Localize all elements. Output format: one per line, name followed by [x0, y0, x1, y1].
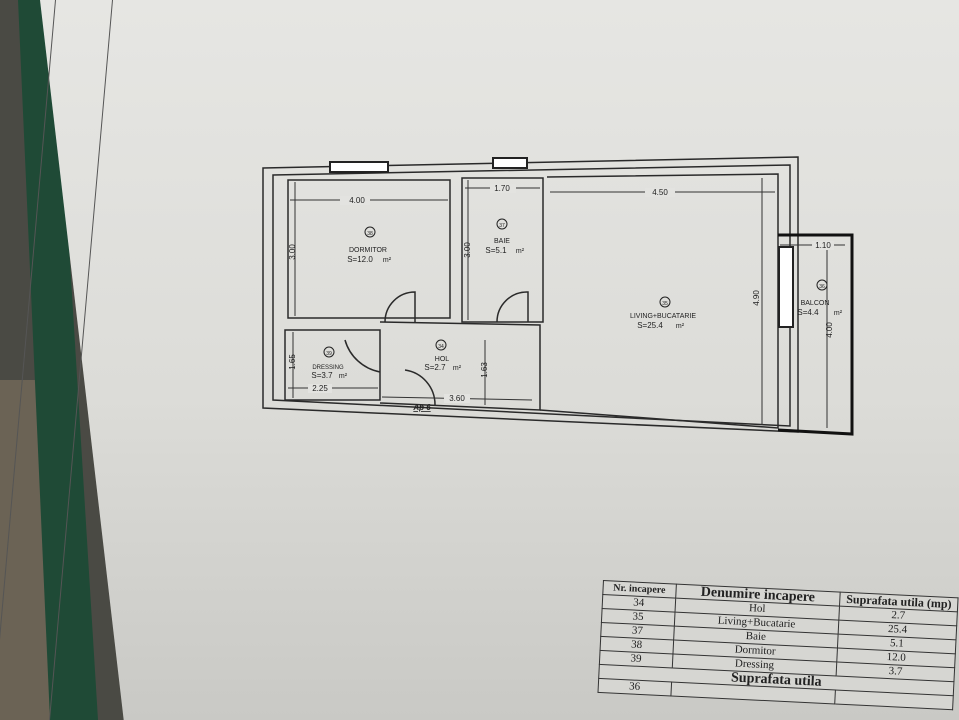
unit: m²: [516, 248, 525, 255]
balcony-outline: [777, 233, 854, 436]
unit: m²: [834, 310, 843, 317]
dim-dormitor-width: 4.00: [349, 196, 365, 205]
room-name: LIVING+BUCATARIE: [630, 313, 696, 320]
dim-baie-depth: 3.00: [463, 242, 472, 258]
room-area: S=3.7: [311, 371, 333, 380]
door-arc: [344, 339, 381, 373]
room-name: BAIE: [494, 238, 510, 245]
room-nr: 36: [819, 284, 825, 290]
room-area: S=5.1: [485, 246, 507, 255]
room-name: HOL: [435, 356, 450, 363]
room-name: DRESSING: [312, 365, 344, 371]
room-nr: 38: [367, 231, 373, 237]
door-arc: [496, 291, 529, 323]
unit: m²: [453, 365, 462, 372]
dim-hol-width: 3.60: [449, 394, 465, 403]
room-nr: 34: [438, 344, 444, 350]
room-nr: 39: [326, 351, 332, 357]
dim-living-depth: 4.90: [752, 290, 761, 306]
door-arc: [384, 291, 416, 323]
room-nr: 35: [662, 301, 668, 307]
dim-dressing-depth: 1.65: [288, 354, 297, 370]
room-area: S=2.7: [424, 363, 446, 372]
room-dormitor: [287, 179, 451, 319]
outer-wall-inner: [272, 164, 791, 427]
window: [329, 161, 389, 173]
window: [492, 157, 528, 169]
room-dressing: [284, 329, 381, 401]
dim-balcon-depth: 4.00: [825, 322, 834, 338]
room-name: BALCON: [801, 300, 830, 307]
room-area: S=12.0: [347, 255, 373, 264]
room-area: S=4.4: [797, 308, 819, 317]
balcony-door: [778, 246, 794, 328]
unit: m²: [676, 323, 685, 330]
dim-living-width: 4.50: [652, 188, 668, 197]
dim-hol-depth: 1.63: [480, 362, 489, 378]
dim-dormitor-depth: 3.00: [288, 244, 297, 260]
dim-dressing-width: 2.25: [312, 384, 328, 393]
door-arc: [404, 369, 436, 406]
room-baie: [461, 177, 544, 323]
room-nr: 37: [499, 223, 505, 229]
unit: m²: [383, 257, 392, 264]
room-living: [539, 173, 779, 429]
dim-baie-width: 1.70: [494, 184, 510, 193]
room-area-table: Nr. incapere Denumire incapere Suprafata…: [597, 580, 959, 711]
room-name: DORMITOR: [349, 247, 387, 254]
dim-balcon-width: 1.10: [815, 241, 831, 250]
room-hol: [379, 321, 541, 411]
unit: m²: [339, 373, 348, 380]
room-area: S=25.4: [637, 321, 663, 330]
apartment-label: Ap 6: [412, 403, 431, 412]
